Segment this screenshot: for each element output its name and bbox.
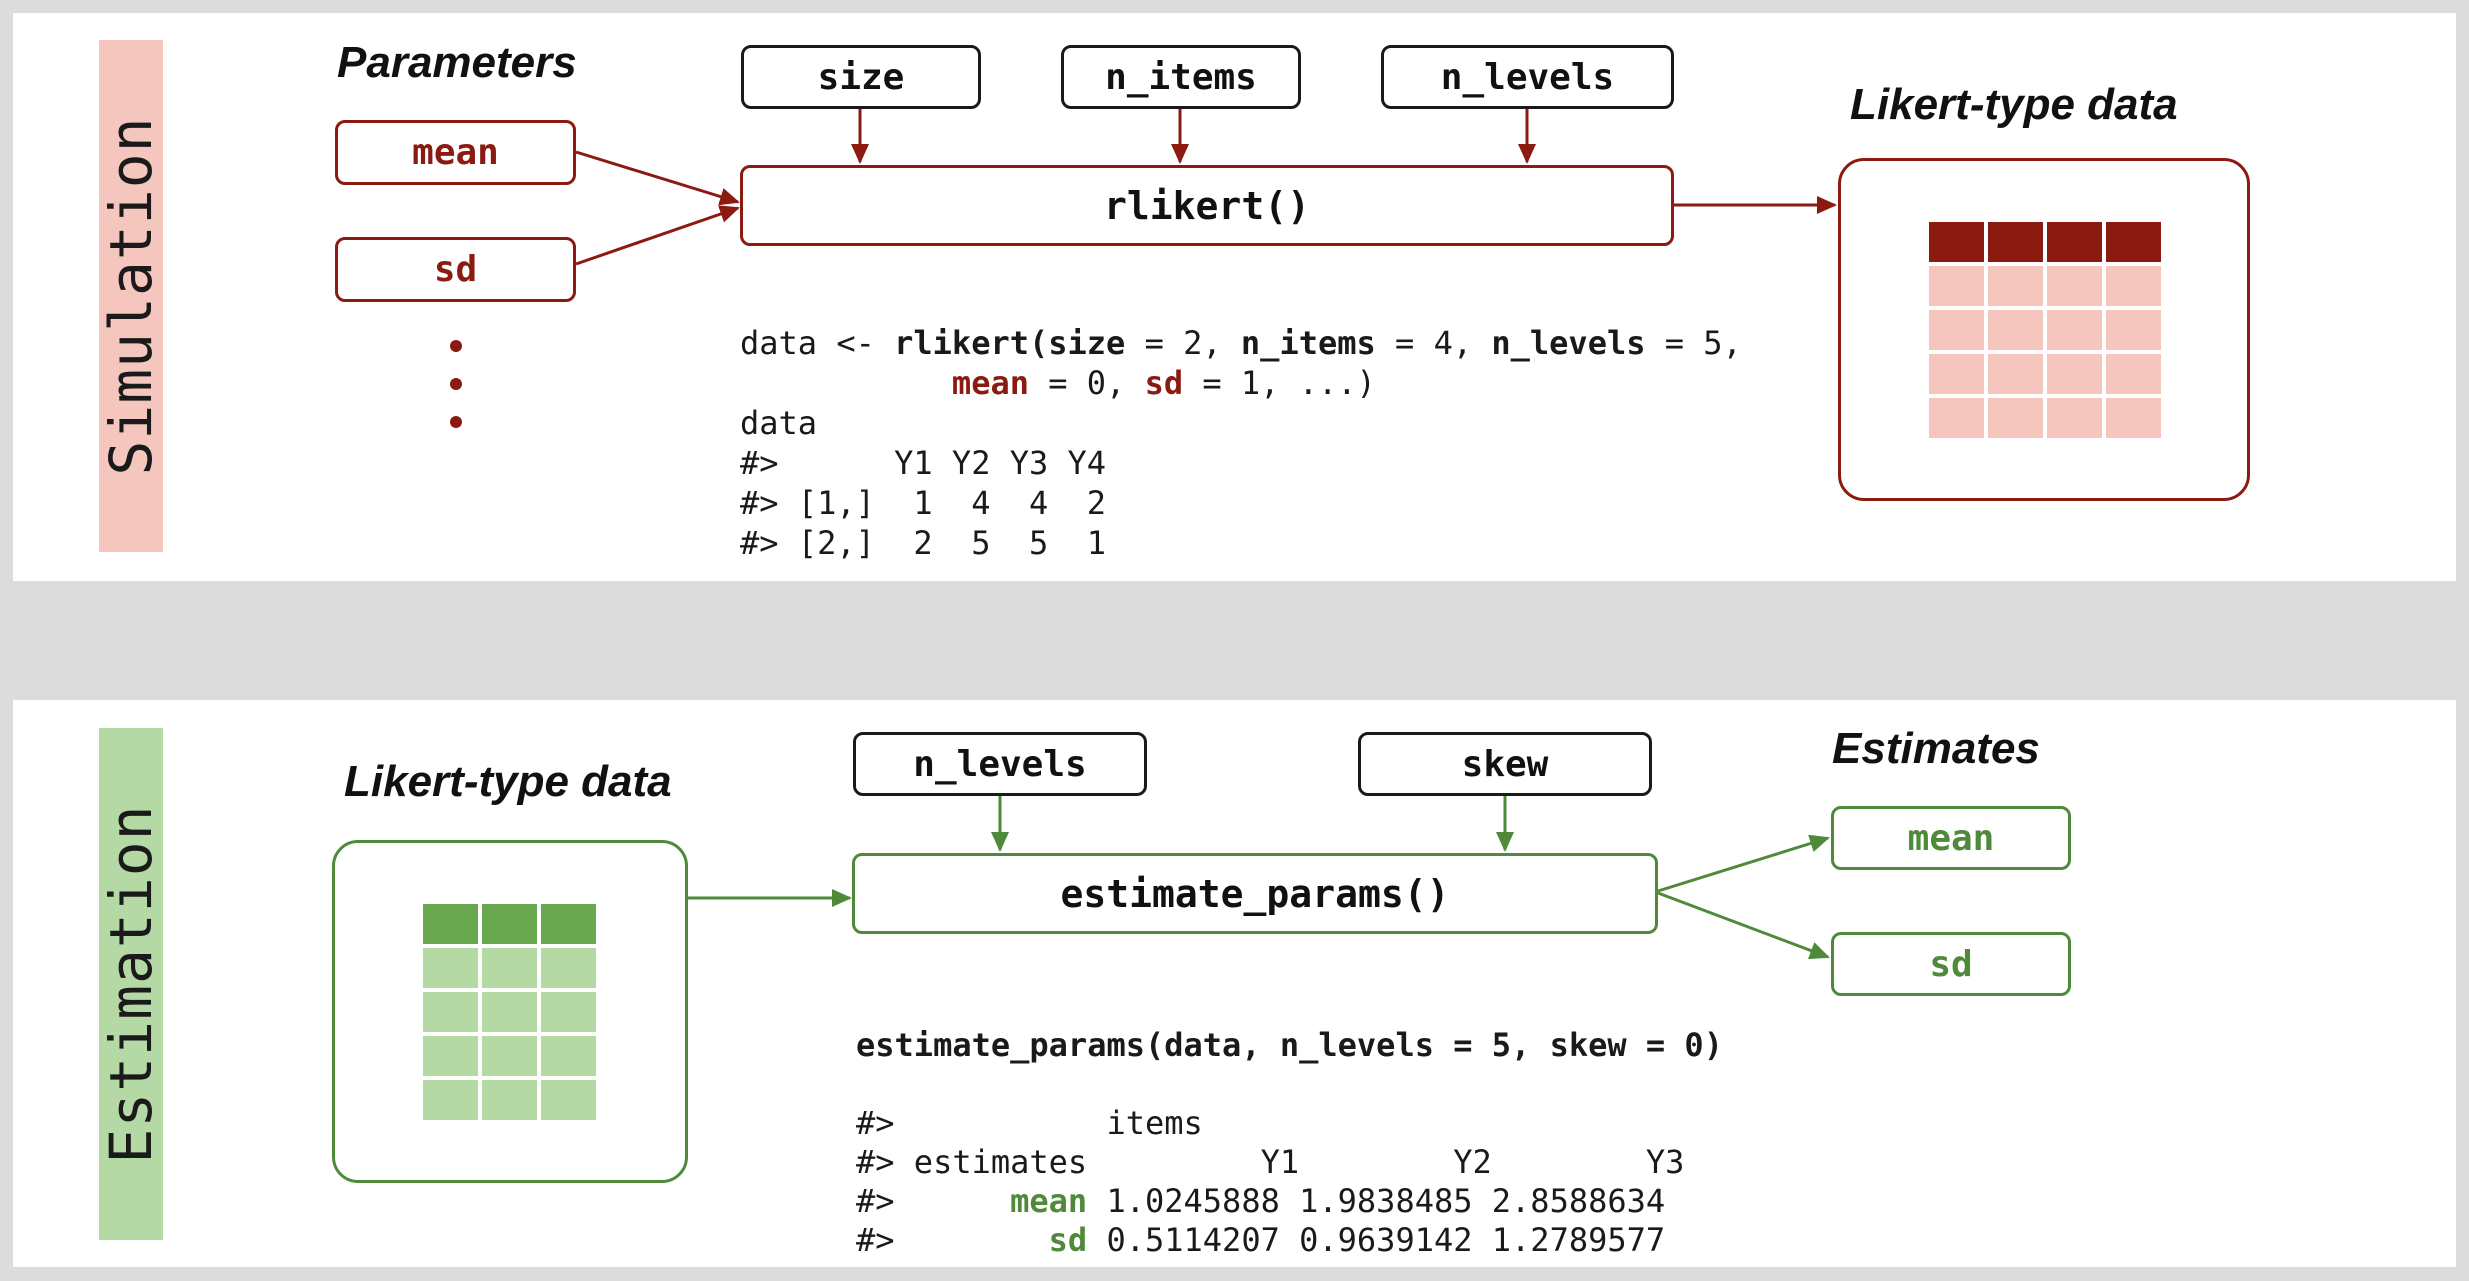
table-cell (482, 992, 537, 1032)
table-cell (482, 1036, 537, 1076)
table-cell (423, 1080, 478, 1120)
ellipsis-dot (450, 416, 462, 428)
likert-table-card (1838, 158, 2250, 501)
arg-n-levels-box: n_levels (1381, 45, 1674, 109)
table-cell (1988, 398, 2043, 438)
ellipsis-dot (450, 340, 462, 352)
table-cell (2047, 398, 2102, 438)
table-cell (1929, 266, 1984, 306)
table-header-cell (541, 904, 596, 944)
param-sd-box: sd (335, 237, 576, 302)
code-line: data <- rlikert(size = 2, n_items = 4, n… (740, 324, 1742, 362)
estimation-band: Estimation (97, 728, 165, 1240)
table-cell (2047, 354, 2102, 394)
table-header-cell (1929, 222, 1984, 262)
likert-input-card (332, 840, 688, 1183)
table-cell (2047, 310, 2102, 350)
estimates-heading: Estimates (1832, 724, 2040, 773)
arrow-sd (575, 205, 740, 266)
simulation-code-block: data <- rlikert(size = 2, n_items = 4, n… (740, 283, 1742, 563)
table-cell (2106, 398, 2161, 438)
table-cell (541, 992, 596, 1032)
table-cell (1929, 398, 1984, 438)
table-cell (2106, 354, 2161, 394)
param-mean-box: mean (335, 120, 576, 185)
table-cell (541, 1080, 596, 1120)
code-output-line: #> mean 1.0245888 1.9838485 2.8588634 (856, 1182, 1666, 1220)
table-cell (1988, 354, 2043, 394)
arrow-mean (575, 150, 740, 206)
table-cell (2047, 266, 2102, 306)
code-line: mean = 0, sd = 1, ...) (951, 364, 1376, 402)
estimate-sd-box: sd (1831, 932, 2071, 996)
code-output-line: #> estimates Y1 Y2 Y3 (856, 1143, 1685, 1181)
parameters-heading: Parameters (337, 38, 577, 87)
table-cell (482, 948, 537, 988)
code-output-line: #> items (856, 1104, 1203, 1142)
table-cell (1929, 354, 1984, 394)
likert-input-grid (423, 904, 596, 1120)
table-cell (423, 948, 478, 988)
estimation-code-block: estimate_params(data, n_levels = 5, skew… (856, 987, 1723, 1260)
arg-size-box: size (741, 45, 981, 109)
code-output-line: #> [1,] 1 4 4 2 (740, 484, 1107, 522)
estimate-mean-box: mean (1831, 806, 2071, 870)
table-header-cell (2106, 222, 2161, 262)
table-cell (423, 992, 478, 1032)
code-output-line: #> [2,] 2 5 5 1 (740, 524, 1107, 562)
arrow-to-sd (1657, 891, 1830, 960)
table-header-cell (2047, 222, 2102, 262)
ellipsis-dot (450, 378, 462, 390)
estimation-label: Estimation (97, 804, 165, 1164)
table-cell (1929, 310, 1984, 350)
likert-input-heading: Likert-type data (344, 757, 672, 806)
table-cell (541, 1036, 596, 1076)
table-cell (2106, 310, 2161, 350)
arrow-to-mean (1657, 834, 1830, 893)
table-header-cell (482, 904, 537, 944)
table-cell (541, 948, 596, 988)
estimate-params-function-box: estimate_params() (852, 853, 1658, 934)
likert-table-grid (1929, 222, 2161, 438)
est-arg-n-levels-box: n_levels (853, 732, 1147, 796)
table-cell (1988, 266, 2043, 306)
code-line: estimate_params(data, n_levels = 5, skew… (856, 1026, 1723, 1064)
table-cell (482, 1080, 537, 1120)
table-cell (423, 1036, 478, 1076)
likert-output-heading: Likert-type data (1850, 80, 2178, 129)
rlikert-function-box: rlikert() (740, 165, 1674, 246)
code-output-line: #> Y1 Y2 Y3 Y4 (740, 444, 1107, 482)
table-cell (2106, 266, 2161, 306)
table-cell (1988, 310, 2043, 350)
arg-n-items-box: n_items (1061, 45, 1301, 109)
code-line: data (740, 404, 818, 442)
table-header-cell (1988, 222, 2043, 262)
code-output-line: #> sd 0.5114207 0.9639142 1.2789577 (856, 1221, 1666, 1259)
simulation-band: Simulation (97, 40, 165, 552)
table-header-cell (423, 904, 478, 944)
est-arg-skew-box: skew (1358, 732, 1652, 796)
